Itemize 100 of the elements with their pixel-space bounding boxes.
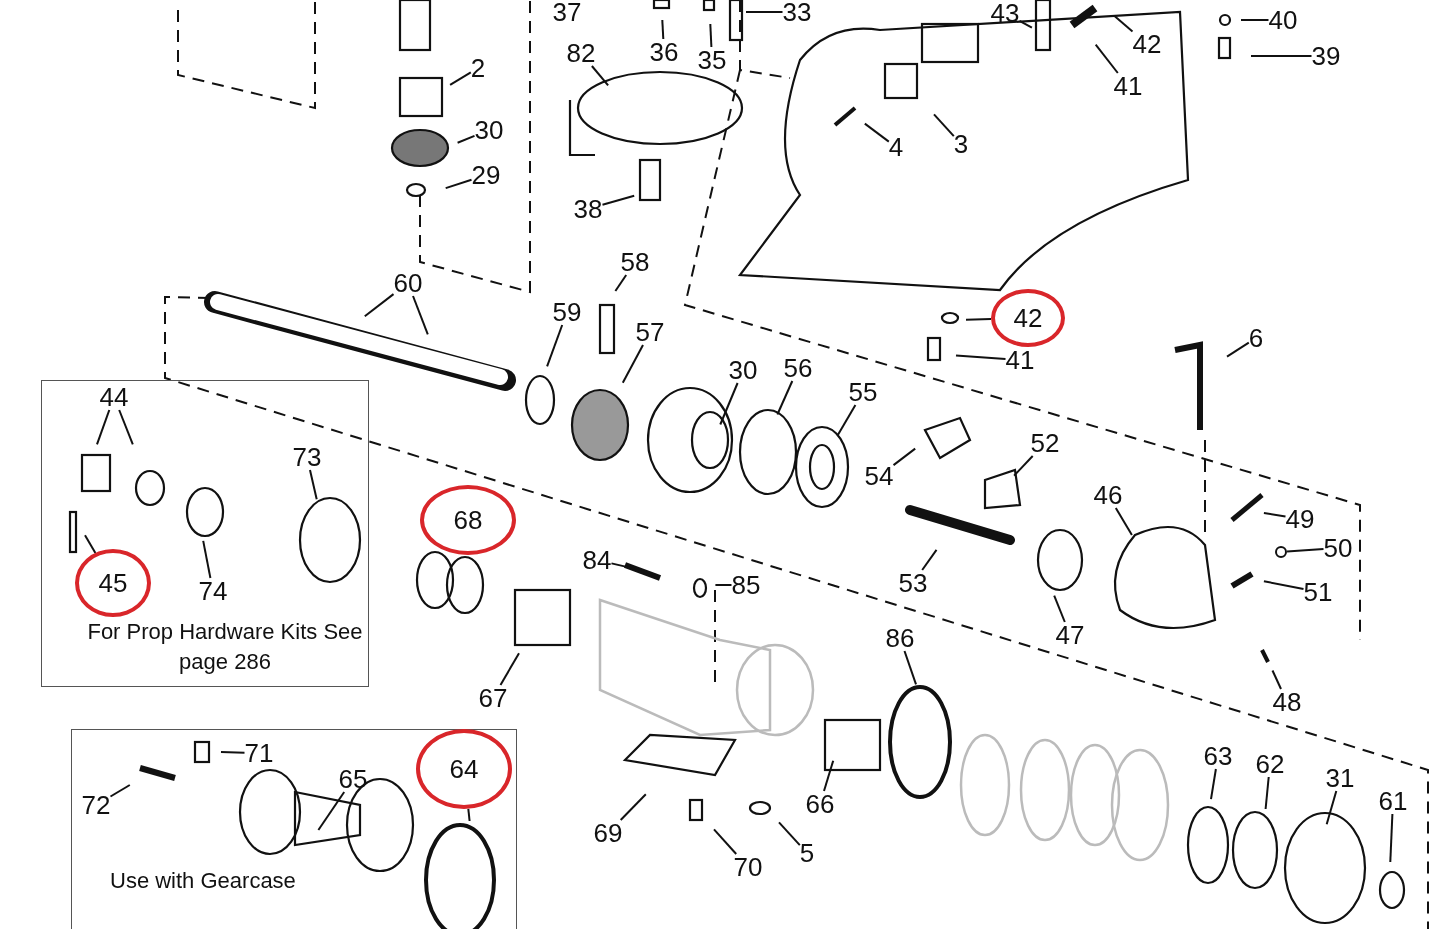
callout-number: 62 bbox=[1255, 751, 1285, 777]
leader-line bbox=[661, 19, 665, 40]
callout-number: 66 bbox=[805, 791, 835, 817]
leader-line bbox=[1262, 580, 1305, 591]
leader-line bbox=[745, 11, 784, 13]
callout-number: 59 bbox=[552, 299, 582, 325]
leader-line bbox=[118, 409, 134, 446]
callout-number: 31 bbox=[1325, 765, 1355, 791]
callout-number: 65 bbox=[338, 766, 368, 792]
callout-number: 37 bbox=[552, 0, 582, 25]
callout-number: 44 bbox=[99, 384, 129, 410]
callout-number: 70 bbox=[733, 854, 763, 880]
callout-number: 49 bbox=[1285, 506, 1315, 532]
callout-number: 45 bbox=[98, 570, 128, 596]
leader-line bbox=[1113, 14, 1134, 33]
leader-line bbox=[713, 828, 738, 855]
leader-line bbox=[412, 295, 429, 336]
leader-line bbox=[837, 404, 857, 436]
leader-line bbox=[955, 354, 1007, 360]
leader-line bbox=[363, 293, 395, 318]
callout-number: 38 bbox=[573, 196, 603, 222]
inset-panel bbox=[71, 729, 517, 929]
leader-line bbox=[499, 652, 520, 686]
leader-line bbox=[1271, 669, 1282, 690]
callout-number: 86 bbox=[885, 625, 915, 651]
callout-number: 74 bbox=[198, 578, 228, 604]
leader-line bbox=[590, 65, 610, 87]
callout-number: 61 bbox=[1378, 788, 1408, 814]
leader-line bbox=[714, 584, 733, 586]
callout-number: 46 bbox=[1093, 482, 1123, 508]
callout-number: 58 bbox=[620, 249, 650, 275]
highlight-ring bbox=[416, 729, 512, 809]
callout-number: 41 bbox=[1113, 73, 1143, 99]
callout-number: 5 bbox=[799, 840, 815, 866]
leader-line bbox=[614, 274, 628, 292]
callout-number: 69 bbox=[593, 820, 623, 846]
leader-line bbox=[1053, 594, 1066, 623]
highlight-ring bbox=[420, 485, 516, 555]
leader-line bbox=[1240, 19, 1270, 21]
callout-number: 68 bbox=[453, 507, 483, 533]
callout-number: 85 bbox=[731, 572, 761, 598]
callout-number: 33 bbox=[782, 0, 812, 25]
leader-line bbox=[921, 548, 938, 571]
leader-line bbox=[601, 194, 636, 206]
callout-number: 51 bbox=[1303, 579, 1333, 605]
callout-number: 56 bbox=[783, 355, 813, 381]
callout-number: 67 bbox=[478, 685, 508, 711]
leader-line bbox=[892, 447, 917, 467]
callout-number: 30 bbox=[728, 357, 758, 383]
ball-part bbox=[1275, 546, 1287, 558]
leader-line bbox=[1210, 768, 1217, 801]
callout-number: 52 bbox=[1030, 430, 1060, 456]
callout-number: 30 bbox=[474, 117, 504, 143]
callout-number: 60 bbox=[393, 270, 423, 296]
callout-number: 35 bbox=[697, 47, 727, 73]
callout-number: 36 bbox=[649, 39, 679, 65]
callout-number: 43 bbox=[990, 0, 1020, 26]
callout-number: 42 bbox=[1013, 305, 1043, 331]
leader-line bbox=[1013, 455, 1034, 477]
leader-line bbox=[1325, 790, 1338, 826]
leader-line bbox=[1262, 512, 1287, 518]
leader-line bbox=[1226, 341, 1250, 358]
leader-line bbox=[933, 113, 955, 138]
callout-number: 73 bbox=[292, 444, 322, 470]
callout-number: 63 bbox=[1203, 743, 1233, 769]
leader-line bbox=[467, 807, 471, 822]
leader-line bbox=[456, 134, 476, 144]
callout-number: 40 bbox=[1268, 7, 1298, 33]
leader-line bbox=[444, 178, 473, 190]
leader-line bbox=[202, 539, 212, 579]
leader-line bbox=[1114, 507, 1133, 536]
leader-line bbox=[1018, 19, 1033, 29]
leader-line bbox=[903, 650, 917, 686]
callout-number: 3 bbox=[953, 131, 969, 157]
callout-number: 29 bbox=[471, 162, 501, 188]
leader-line bbox=[109, 784, 131, 798]
leader-line bbox=[823, 759, 835, 792]
leader-line bbox=[965, 318, 992, 321]
leader-line bbox=[621, 344, 644, 384]
callout-number: 2 bbox=[470, 55, 486, 81]
leader-line bbox=[220, 751, 246, 754]
callout-number: 50 bbox=[1323, 535, 1353, 561]
leader-line bbox=[709, 23, 713, 48]
callout-number: 84 bbox=[582, 547, 612, 573]
callout-number: 72 bbox=[81, 792, 111, 818]
callout-number: 55 bbox=[848, 379, 878, 405]
callout-number: 42 bbox=[1132, 31, 1162, 57]
callout-number: 71 bbox=[244, 740, 274, 766]
leader-line bbox=[776, 380, 794, 416]
leader-line bbox=[778, 821, 801, 847]
callout-number: 54 bbox=[864, 463, 894, 489]
leader-line bbox=[1389, 813, 1394, 863]
leader-line bbox=[863, 122, 890, 143]
leader-line bbox=[1286, 548, 1325, 553]
leader-line bbox=[96, 409, 111, 446]
callout-number: 64 bbox=[449, 756, 479, 782]
inset-panel bbox=[41, 380, 369, 687]
callout-number: 53 bbox=[898, 570, 928, 596]
leader-line bbox=[1094, 43, 1119, 74]
highlight-ring bbox=[75, 549, 151, 617]
